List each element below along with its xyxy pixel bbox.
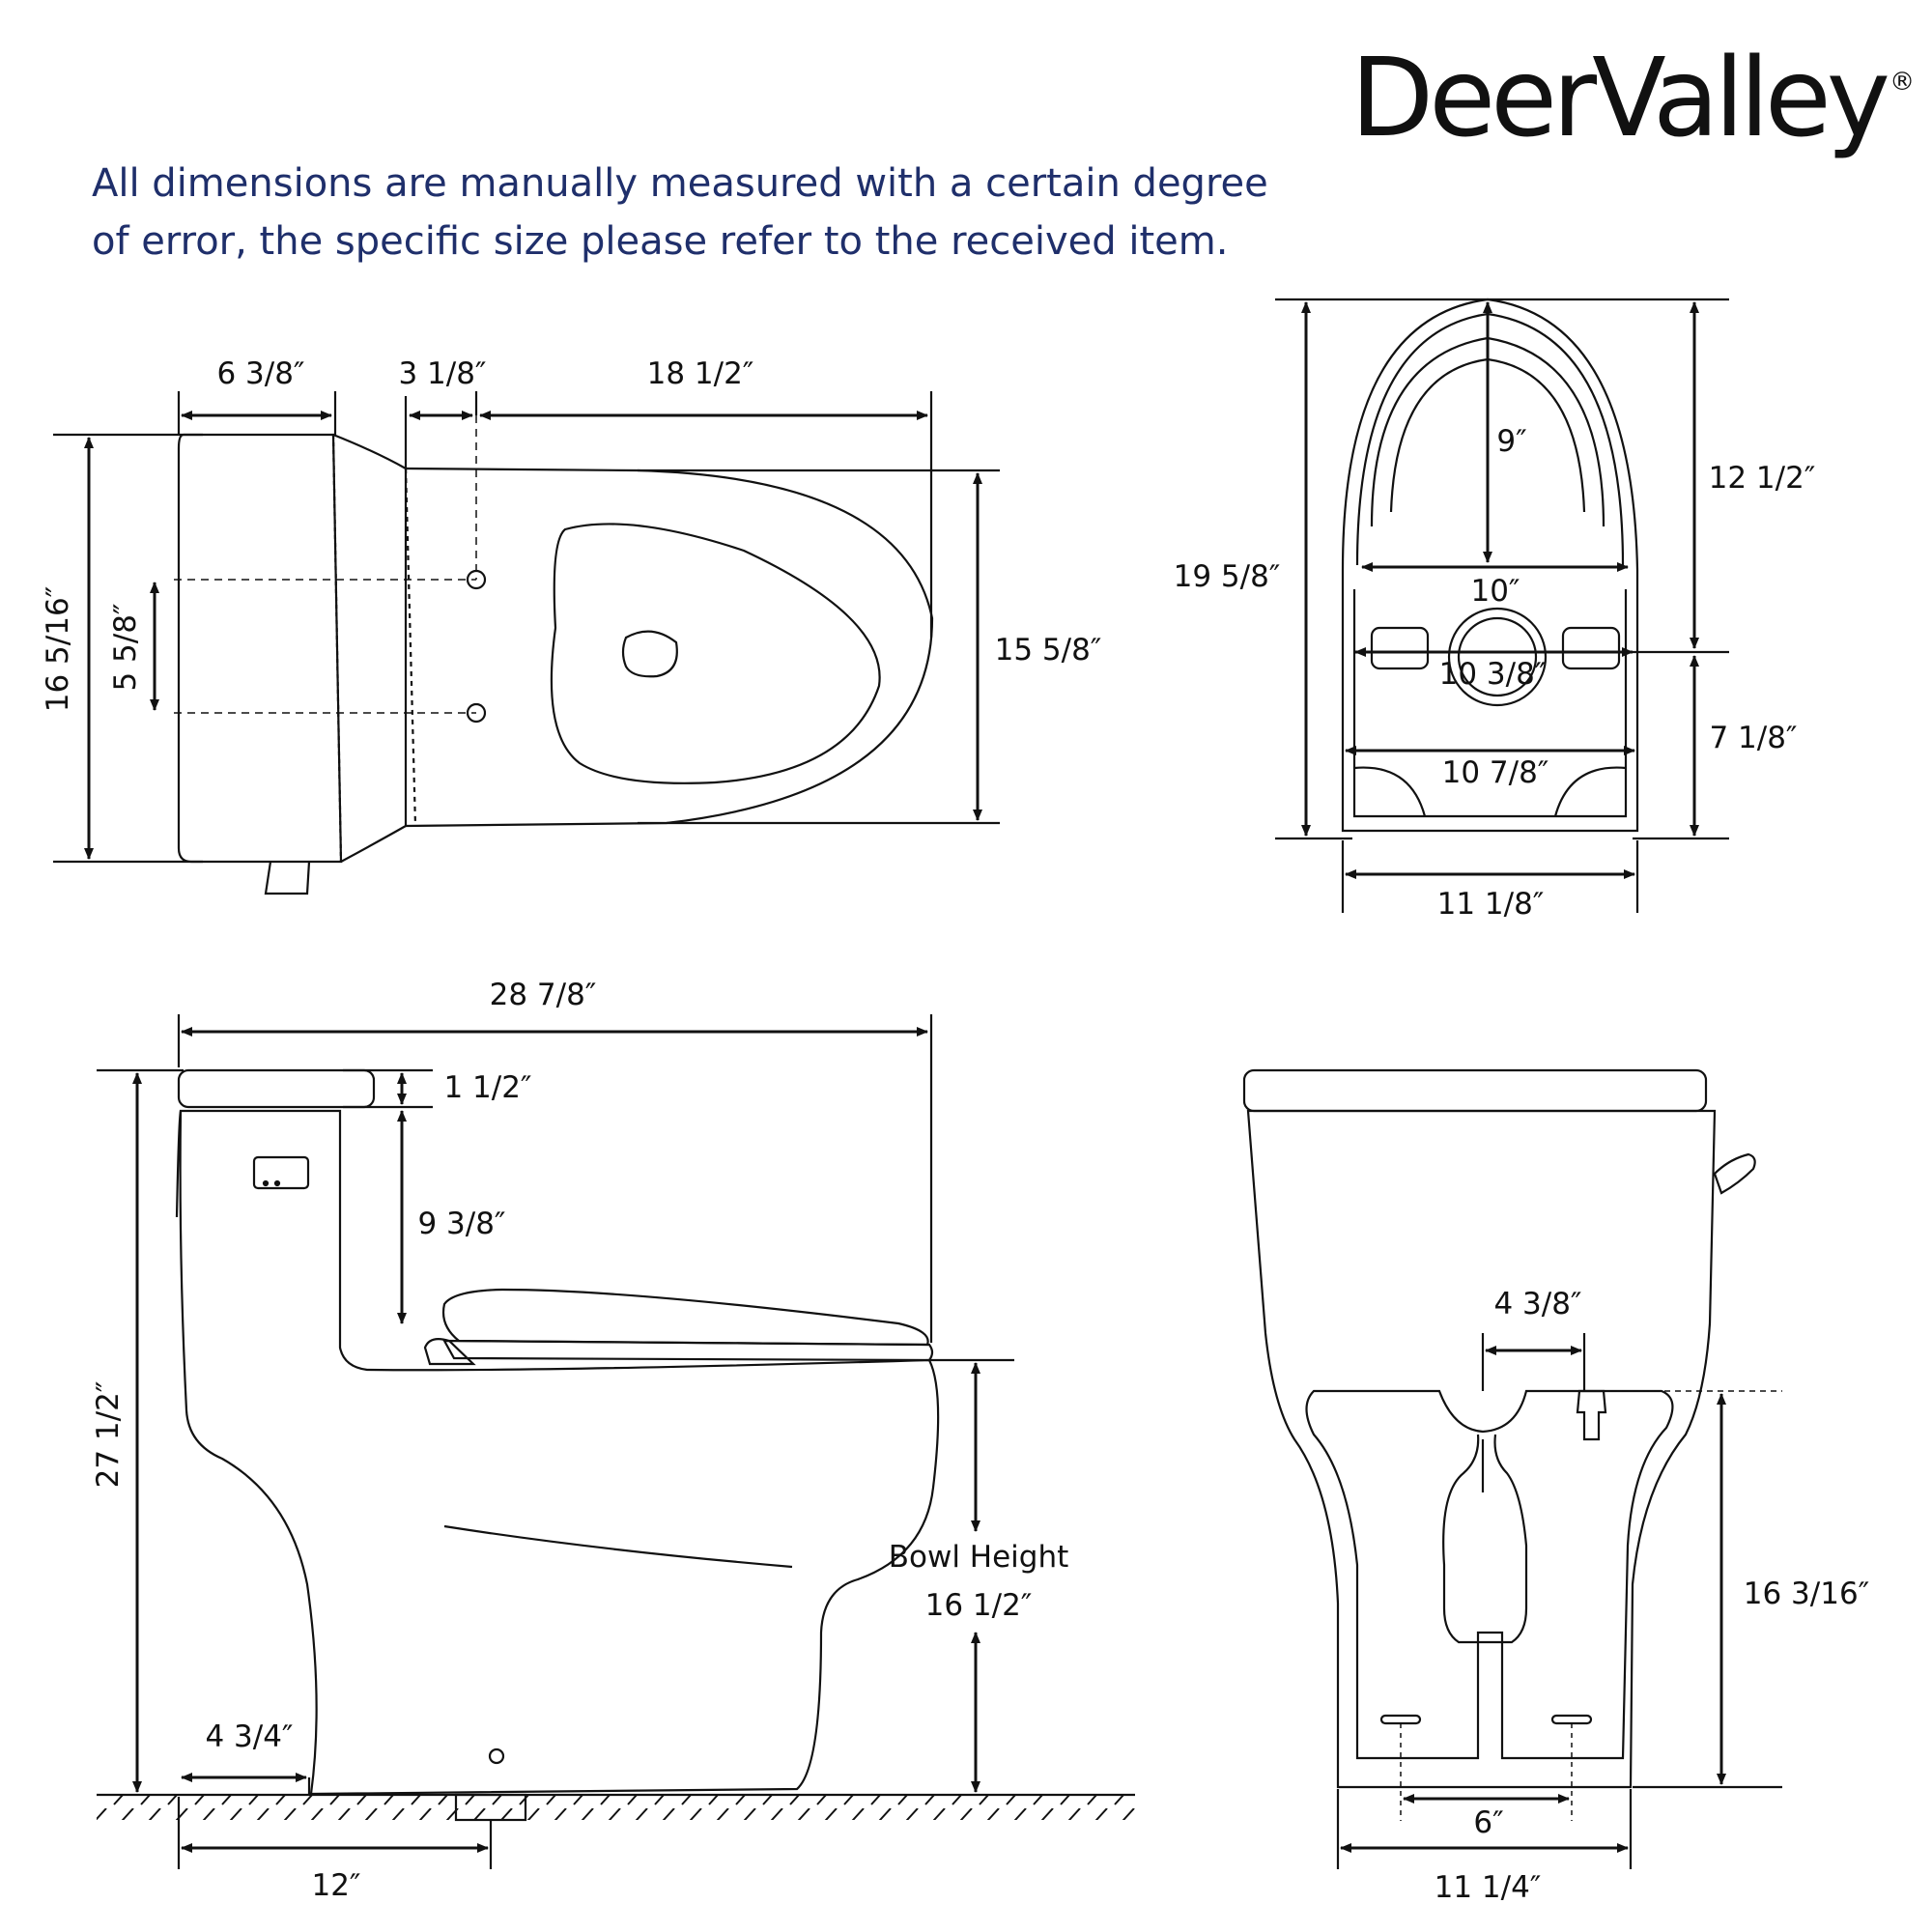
rear-water-inlet [1576,1389,1607,1441]
bottom-rim-outline [1355,312,1625,566]
bottom-outlet-ring-inner [1457,616,1538,697]
top-view [53,391,1000,895]
dim-front-section: 12 1/2″ [1709,461,1816,496]
disclaimer-line-2: of error, the specific size please refer… [92,219,1229,264]
dim-base-width-rear: 11 1/4″ [1435,1870,1542,1905]
dim-bowl-height: 16 1/2″ [925,1588,1033,1623]
dim-rim-depth: 9″ [1496,424,1526,459]
top-bowl-outline [405,467,934,828]
rear-tank-lid [1242,1068,1708,1113]
side-seat-ring [442,1339,934,1362]
side-flush-button [252,1155,310,1190]
bottom-right-foot [1553,766,1627,817]
side-hinge [423,1338,476,1366]
dim-tank-height: 9 3/8″ [417,1207,505,1241]
side-floor-hatch [97,1795,1135,1820]
rear-trapway [1442,1434,1528,1644]
dim-base-inner-width: 10 7/8″ [1442,755,1549,790]
bowl-height-label: Bowl Height [889,1540,1069,1575]
side-seat-lid [441,1288,929,1347]
bottom-left-foot [1353,766,1427,817]
top-seat-opening [550,523,881,784]
dim-tank-depth: 6 3/8″ [216,356,304,391]
top-tank-outline [177,433,343,864]
brand-logo: DeerValley® [1350,44,1915,153]
dim-lid-thickness: 1 1/2″ [443,1070,531,1105]
dim-overall-length-bottom: 19 5/8″ [1174,559,1281,594]
dim-hole-offset: 3 1/8″ [398,356,486,391]
top-flush-handle [264,861,311,895]
dim-bolt-spacing: 6″ [1473,1805,1503,1840]
rear-view [1242,1068,1782,1869]
side-glaze-line [443,1524,793,1569]
dim-rear-offset: 4 3/4″ [205,1719,293,1754]
bottom-left-slot [1370,626,1430,670]
dim-overall-length-side: 28 7/8″ [490,978,597,1012]
bottom-view [1275,298,1729,913]
bottom-base-outline [1352,589,1628,818]
top-neck-outline [332,433,408,863]
bottom-outlet-ring-outer [1447,607,1548,707]
disclaimer-note: All dimensions are manually measured wit… [92,155,1348,270]
rear-tank-body [1246,1109,1717,1789]
dim-rough-in: 12″ [311,1868,360,1903]
dim-bowl-length: 18 1/2″ [647,356,754,391]
dim-outlet-width: 10 3/8″ [1439,657,1547,692]
dim-rear-section: 7 1/8″ [1709,721,1797,755]
dim-rim-inner-width: 10″ [1470,574,1520,609]
side-view [97,1014,1135,1869]
rear-base-recess [1305,1389,1674,1760]
dim-overall-width-top: 16 5/16″ [41,586,75,713]
dim-overall-height: 27 1/2″ [91,1381,126,1489]
disclaimer-line-1: All dimensions are manually measured wit… [92,161,1268,206]
side-body-outline [179,1109,940,1796]
dim-base-width: 11 1/8″ [1437,887,1545,922]
bottom-right-slot [1561,626,1621,670]
dim-inlet-offset: 4 3/8″ [1493,1287,1581,1321]
dim-bowl-width: 15 5/8″ [995,633,1102,668]
dim-inlet-height: 16 3/16″ [1744,1577,1870,1611]
side-bolt-cap [488,1747,505,1765]
dim-hole-spacing: 5 5/8″ [108,603,143,691]
side-tank-lid [177,1068,376,1109]
registered-mark: ® [1889,68,1916,97]
side-tank-back [175,1110,183,1218]
top-drain-hole [621,630,678,678]
rear-flush-handle [1713,1152,1756,1195]
brand-name: DeerValley [1350,36,1890,161]
